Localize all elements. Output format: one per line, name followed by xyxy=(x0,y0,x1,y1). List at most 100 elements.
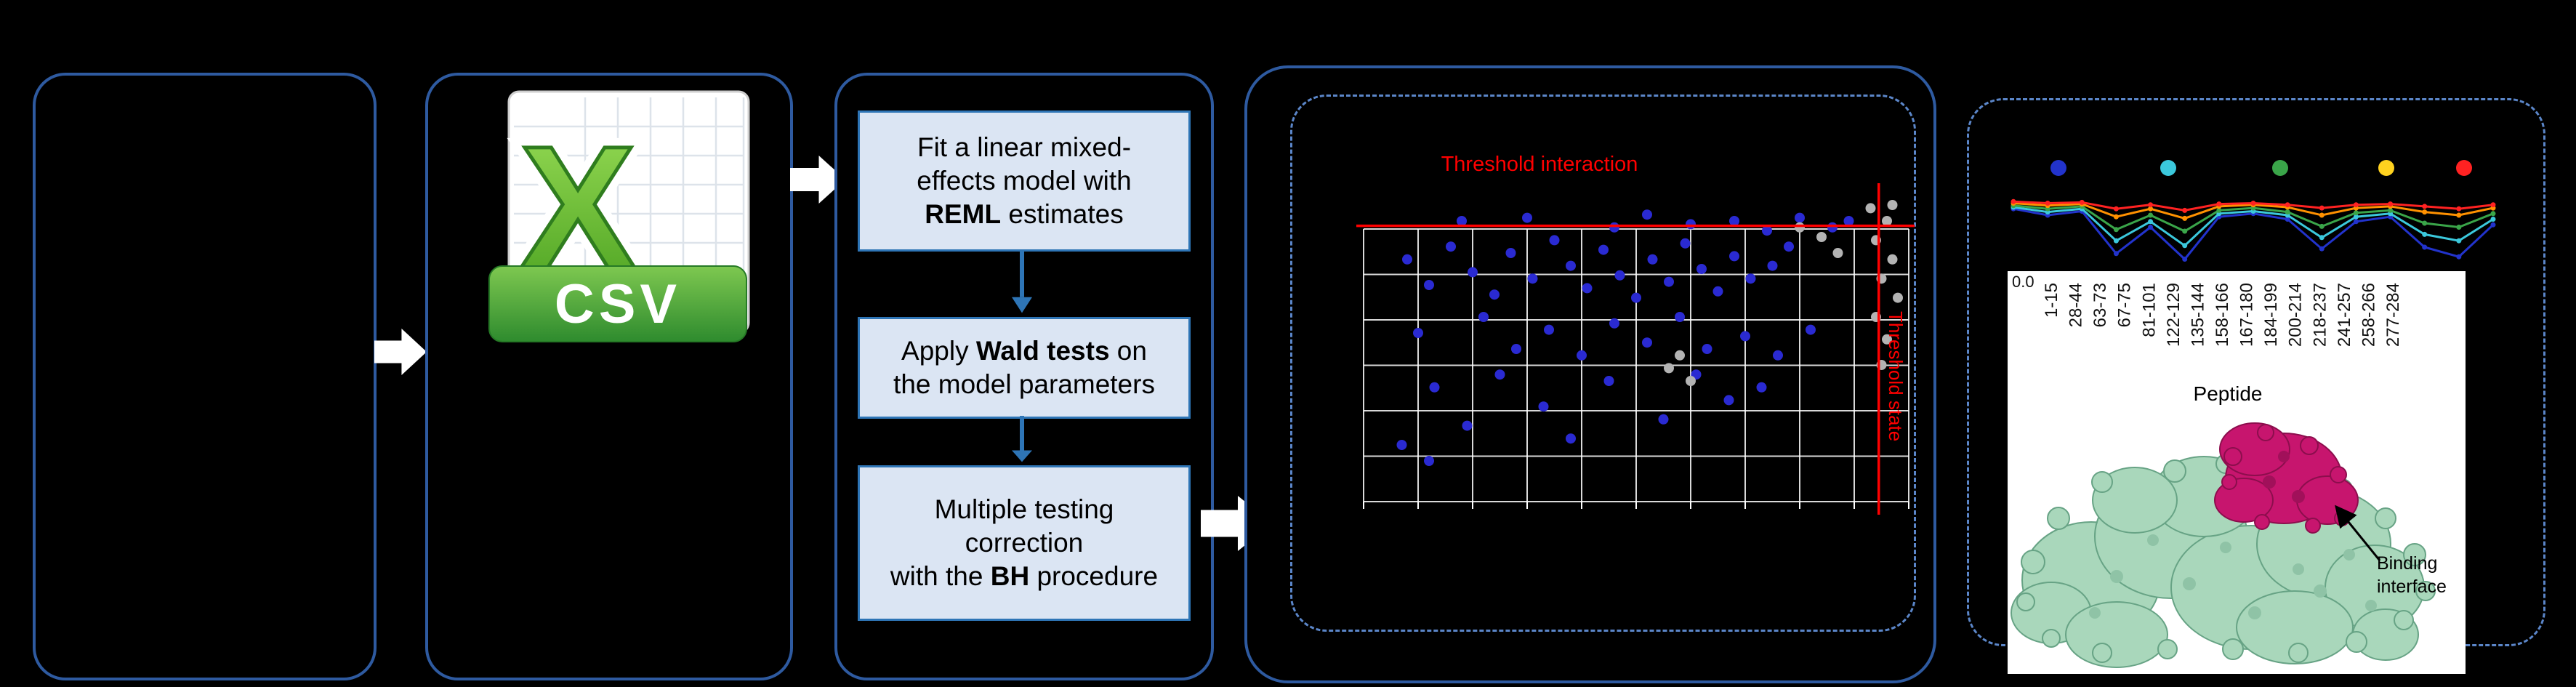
scatter-point-blue xyxy=(1489,289,1500,300)
scatter-point-blue xyxy=(1424,456,1434,466)
uptake-line-chart xyxy=(2011,160,2496,262)
series-marker-blue xyxy=(2285,217,2290,222)
scatter-point-gray xyxy=(1887,200,1898,210)
series-line-blue xyxy=(2013,207,2495,261)
series-marker-green xyxy=(2148,212,2154,218)
results-panel xyxy=(1244,65,1936,683)
scatter-point-gray xyxy=(1832,248,1843,258)
series-marker-green xyxy=(2490,211,2496,217)
y-axis-tick: 0.0 xyxy=(2012,273,2034,291)
scatter-point-blue xyxy=(1696,264,1707,274)
series-marker-green xyxy=(2422,220,2428,226)
scatter-point-blue xyxy=(1566,260,1576,271)
scatter-point-blue xyxy=(1795,212,1805,223)
scatter-point-blue xyxy=(1664,276,1674,287)
scatter-point-blue xyxy=(1773,350,1783,361)
threshold-interaction-label: Threshold interaction xyxy=(1441,153,1638,176)
scatter-point-gray xyxy=(1893,292,1903,303)
series-marker-orange xyxy=(2113,214,2119,220)
series-marker-green xyxy=(2319,223,2325,229)
series-marker-orange xyxy=(2456,212,2462,218)
scatter-point-gray xyxy=(1865,203,1876,214)
series-marker-orange xyxy=(2319,212,2325,218)
step-line: correction xyxy=(965,528,1084,558)
peptide-tick-label: 1-15 xyxy=(2042,283,2061,318)
legend-dot xyxy=(2160,160,2176,176)
arrow-right-icon xyxy=(374,329,427,375)
scatter-point-gray xyxy=(1675,350,1685,361)
scatter-point-blue xyxy=(1647,254,1658,265)
scatter-point-blue xyxy=(1767,260,1778,271)
series-marker-green xyxy=(2456,225,2462,230)
binding-interface-texture xyxy=(2263,451,2305,503)
step-line: with the BH procedure xyxy=(890,561,1159,591)
peptide-tick-label: 241-257 xyxy=(2335,283,2354,347)
scatter-point-blue xyxy=(1577,350,1587,361)
down-arrow-icon xyxy=(1012,416,1032,462)
step-line: Apply Wald tests on xyxy=(901,336,1147,366)
scatter-point-gray xyxy=(1882,334,1892,345)
series-marker-red xyxy=(2285,202,2290,208)
series-marker-blue xyxy=(2319,246,2325,252)
scatter-point-blue xyxy=(1723,395,1734,406)
step-line: effects model with xyxy=(917,166,1132,196)
peptide-tick-label: 277-284 xyxy=(2383,283,2403,347)
scatter-point-blue xyxy=(1603,376,1614,386)
series-marker-red xyxy=(2353,202,2359,208)
scatter-point-gray xyxy=(1887,254,1898,265)
series-marker-red xyxy=(2422,204,2428,209)
scatter-point-blue xyxy=(1468,267,1478,278)
series-marker-red xyxy=(2045,201,2050,206)
scatter-point-blue xyxy=(1413,328,1423,338)
scatter-point-blue xyxy=(1827,222,1838,233)
series-marker-blue xyxy=(2456,254,2462,260)
peptide-tick-label: 167-180 xyxy=(2237,283,2257,347)
scatter-point-blue xyxy=(1806,324,1816,335)
peptide-tick-label: 122-129 xyxy=(2164,283,2183,347)
scatter-point-gray xyxy=(1795,222,1805,233)
series-marker-cyan xyxy=(2148,219,2154,225)
scatter-point-blue xyxy=(1538,401,1549,412)
binding-interface-label-line1: Binding xyxy=(2377,553,2437,574)
csv-file-icon: X X CSV xyxy=(488,90,750,342)
legend-dot xyxy=(2456,160,2472,176)
scatter-point-blue xyxy=(1702,344,1712,354)
peptide-tick-label: 28-44 xyxy=(2066,283,2086,327)
scatter-point-blue xyxy=(1762,225,1772,236)
peptide-tick-label: 184-199 xyxy=(2261,283,2281,347)
scatter-point-blue xyxy=(1462,420,1473,431)
scatter-point-blue xyxy=(1642,337,1652,348)
binding-interface-label-line2: interface xyxy=(2377,576,2447,597)
scatter-point-blue xyxy=(1511,344,1521,354)
scatter-point-blue xyxy=(1658,414,1669,425)
series-marker-green xyxy=(2182,228,2188,234)
scatter-point-gray xyxy=(1664,363,1674,374)
scatter-point-blue xyxy=(1549,235,1560,246)
peptide-tick-label: 81-101 xyxy=(2139,283,2159,337)
step-line: Multiple testing xyxy=(934,494,1114,525)
binding-interface-region xyxy=(2214,422,2359,534)
step-line: the model parameters xyxy=(893,369,1155,399)
scatter-point-blue xyxy=(1609,318,1619,329)
scatter-point-blue xyxy=(1494,369,1505,380)
scatter-point-blue xyxy=(1756,382,1767,393)
series-marker-green xyxy=(2216,207,2222,213)
scatter-point-gray xyxy=(1882,216,1892,226)
peptide-tick-label: 67-75 xyxy=(2115,283,2135,327)
series-marker-orange xyxy=(2182,215,2188,221)
series-marker-red xyxy=(2113,206,2119,212)
series-marker-blue xyxy=(2422,244,2428,250)
volcano-dashed-frame xyxy=(1290,95,1916,632)
series-marker-red xyxy=(2456,206,2462,212)
scatter-point-blue xyxy=(1566,433,1576,444)
peptide-tick-label: 258-266 xyxy=(2359,283,2378,347)
series-marker-cyan xyxy=(2456,238,2462,244)
scatter-point-blue xyxy=(1446,241,1456,252)
series-marker-red xyxy=(2148,202,2154,208)
scatter-point-blue xyxy=(1740,331,1750,342)
flow-arrow-icon xyxy=(790,156,845,204)
